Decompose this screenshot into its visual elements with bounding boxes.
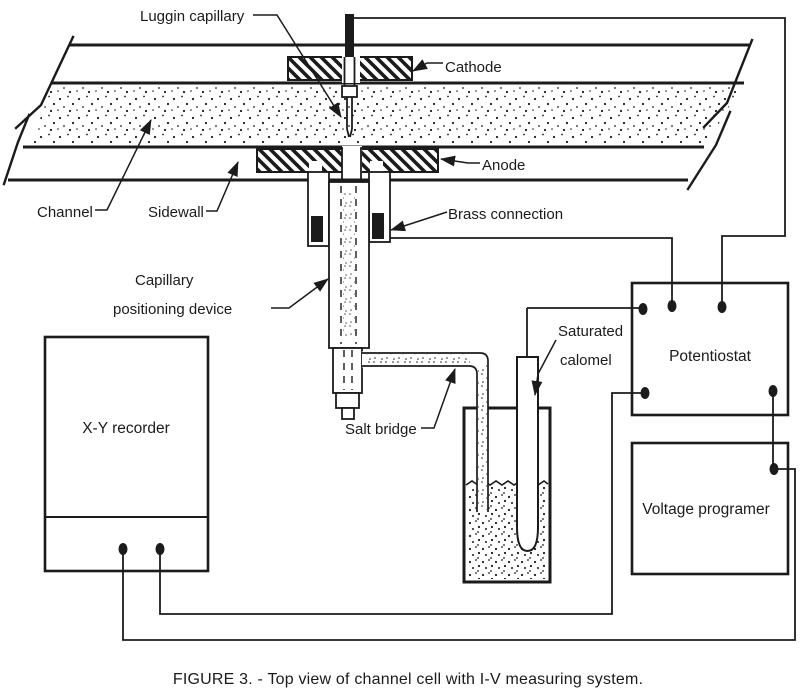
cathode-terminal <box>345 14 354 57</box>
saturated-calomel-label-line1: Saturated <box>558 323 623 340</box>
voltage-programer-label: Voltage programer <box>642 501 770 518</box>
leader-brass-connection <box>390 211 448 232</box>
figure-caption: FIGURE 3. - Top view of channel cell wit… <box>173 671 643 688</box>
anode-capillary-gap <box>342 146 362 175</box>
salt-bridge-tube <box>362 352 489 512</box>
saturated-calomel-label-line2: calomel <box>560 352 612 369</box>
device-step-1 <box>332 347 363 394</box>
channel-label: Channel <box>37 204 93 221</box>
wire-cathode-to-potentiostat <box>354 17 786 303</box>
wire-recorder-to-potentiostat <box>159 392 641 615</box>
terminal-dot <box>717 301 727 313</box>
brass-connection-label: Brass connection <box>448 206 563 223</box>
capillary-positioning-device <box>307 171 391 420</box>
anode-post-slot-right <box>370 161 383 174</box>
device-step-2 <box>335 392 360 409</box>
luggin-capillary-tube <box>341 57 362 182</box>
terminal-dot <box>118 543 128 555</box>
cathode-label: Cathode <box>445 59 502 76</box>
capillary-bore-dashes <box>340 186 357 390</box>
leader-cathode <box>412 59 443 72</box>
salt-bridge-stipple-h <box>364 354 470 365</box>
terminal-dot <box>768 385 778 397</box>
leader-channel <box>95 119 152 211</box>
wire-recorder-to-programer <box>122 468 796 641</box>
sidewall-label: Sidewall <box>148 204 204 221</box>
salt-bridge-tube-fill <box>362 351 489 512</box>
calomel-beaker-assembly <box>362 351 552 584</box>
labels: Luggin capillary Cathode Anode Channel S… <box>37 8 770 688</box>
salt-bridge-stipple-v <box>478 364 487 510</box>
luggin-capillary-label: Luggin capillary <box>140 8 245 25</box>
capillary-positioning-label-line1: Capillary <box>135 272 194 289</box>
wiring <box>122 17 796 641</box>
leader-positioning-device <box>271 278 329 309</box>
terminals <box>118 300 779 555</box>
leader-luggin-capillary <box>253 14 342 118</box>
voltage-programer-box <box>630 441 790 576</box>
instrument-boxes <box>43 281 790 576</box>
brass-connection-block-right <box>372 213 384 239</box>
channel-cell <box>2 14 754 191</box>
terminal-dot <box>640 387 650 399</box>
leader-lines <box>95 14 557 429</box>
anode-label: Anode <box>482 157 525 174</box>
brass-connection-block-left <box>311 216 323 242</box>
salt-bridge-label: Salt bridge <box>345 421 417 438</box>
leader-saturated-calomel <box>531 339 557 396</box>
left-break-line <box>2 35 75 186</box>
right-break-line <box>686 38 754 191</box>
calomel-electrode-tube <box>516 356 539 553</box>
capillary-positioning-label-line2: positioning device <box>113 301 232 318</box>
xy-recorder-label: X-Y recorder <box>82 420 170 437</box>
wire-calomel-to-potentiostat <box>526 307 639 357</box>
terminal-dot <box>155 543 165 555</box>
device-nub <box>341 407 355 420</box>
capillary-bore-stipple <box>343 192 355 337</box>
channel-electrolyte-stipple <box>31 86 742 144</box>
terminal-dot <box>667 300 677 312</box>
potentiostat-box <box>630 281 790 417</box>
anode-post-slot-left <box>309 161 322 174</box>
xy-recorder-box <box>43 335 210 573</box>
terminal-dot <box>769 463 779 475</box>
terminal-dot <box>638 303 648 315</box>
leader-salt-bridge <box>421 368 456 429</box>
cathode-capillary-gap <box>342 54 360 83</box>
leader-anode <box>440 155 480 167</box>
leader-sidewall <box>206 161 239 212</box>
potentiostat-label: Potentiostat <box>669 348 752 365</box>
wire-brass-to-potentiostat <box>390 237 673 302</box>
